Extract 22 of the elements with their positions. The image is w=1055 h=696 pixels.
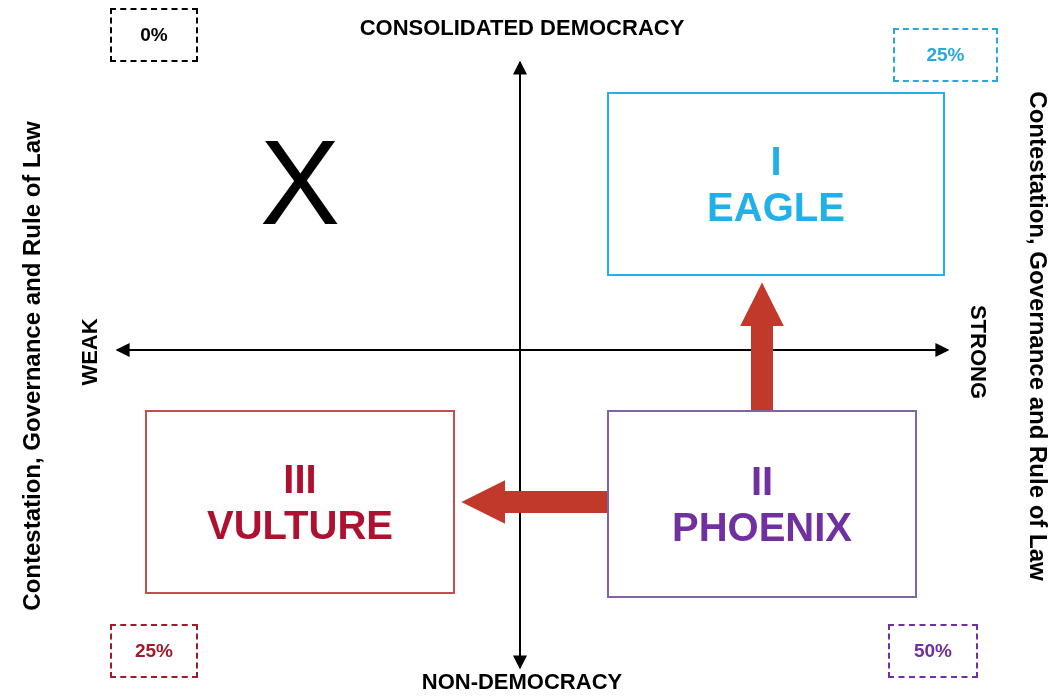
axis-description: Contestation, Governance and Rule of Law	[1024, 91, 1052, 581]
quadrant-name: EAGLE	[707, 184, 845, 230]
quadrant-box	[145, 410, 455, 594]
quadrant-box	[607, 92, 945, 276]
quadrant-box	[607, 410, 917, 598]
axis-end-label: STRONG	[965, 304, 991, 400]
percent-box: 0%	[110, 8, 198, 62]
quadrant-name: PHOENIX	[671, 504, 852, 550]
quadrant-name: VULTURE	[207, 502, 393, 548]
axis-title: NON-DEMOCRACY	[421, 669, 623, 695]
block-arrow	[461, 480, 607, 524]
percent-box: 25%	[110, 624, 198, 678]
axis-end-label: WEAK	[77, 318, 103, 386]
axis-description: Contestation, Governance and Rule of Law	[18, 121, 46, 611]
quadrant-mark: X	[259, 114, 340, 251]
block-arrow	[740, 282, 784, 410]
roman-numeral: I	[770, 138, 782, 184]
roman-numeral: III	[283, 456, 317, 502]
axis-title: CONSOLIDATED DEMOCRACY	[359, 15, 685, 41]
roman-numeral: II	[750, 458, 774, 504]
percent-box: 25%	[893, 28, 998, 82]
percent-box: 50%	[888, 624, 978, 678]
